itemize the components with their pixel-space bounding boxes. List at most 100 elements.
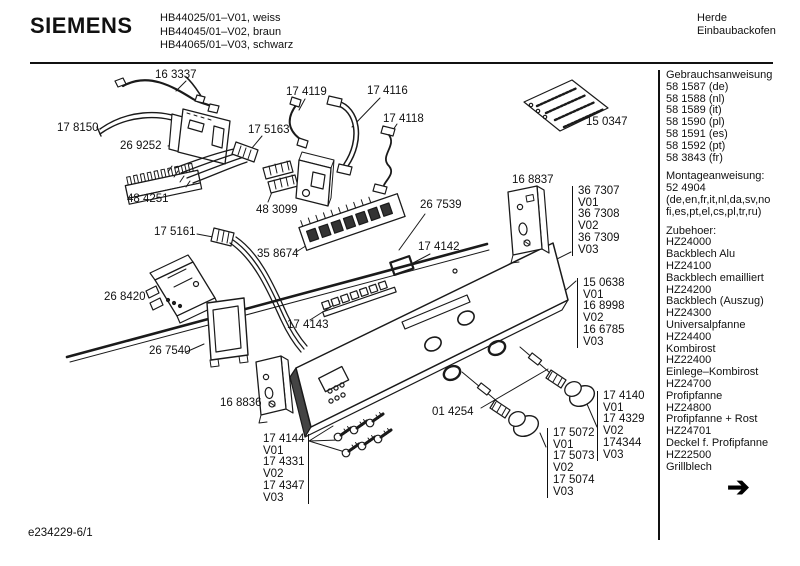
stack-line: 17 4329: [603, 413, 645, 426]
stack-line: 17 4140: [603, 390, 645, 402]
part-label-358674: 35 8674: [257, 248, 299, 260]
stack-line: V01: [553, 438, 574, 451]
model-line: HB44045/01–V02, braun: [160, 25, 282, 38]
knob-rings: [442, 339, 507, 382]
accessory-name: Profipfanne + Rost: [666, 413, 758, 426]
product-type: Einbaubackofen: [697, 25, 776, 37]
pcb-269252: [168, 108, 231, 165]
model-line: HB44065/01–V03, schwarz: [160, 39, 294, 51]
part-label-014254: 01 4254: [432, 406, 474, 418]
part-label-174118: 17 4118: [383, 113, 424, 125]
accessory-name: Backblech emailliert: [666, 271, 764, 284]
stack-line: 17 5073: [553, 450, 595, 463]
variant-stack-150638: 15 0638 V01 16 8998 V02 16 6785 V03: [577, 277, 625, 349]
stack-line: 17 4144: [263, 433, 305, 445]
usage-title: Gebrauchsanweisung: [666, 69, 773, 81]
stack-line: 36 7309: [578, 231, 620, 244]
cable-174118: [372, 125, 396, 195]
screws-174144: [333, 412, 393, 458]
header-divider: [30, 62, 773, 64]
stack-line: 17 5074: [553, 473, 595, 486]
part-label-267539: 26 7539: [420, 199, 462, 211]
cable-163337: [114, 76, 220, 114]
stack-line: V03: [603, 448, 624, 461]
stack-line: V03: [583, 335, 604, 348]
accessory-code: HZ24300: [666, 307, 712, 320]
part-label-168836: 16 8836: [220, 397, 262, 409]
wire-fan-175163: [167, 141, 259, 188]
product-line: Herde: [697, 12, 727, 24]
accessories-title: Zubehoer:: [666, 224, 717, 237]
stack-line: 36 7307: [578, 185, 620, 197]
sidebar-divider: [658, 70, 660, 540]
stack-line: 174344: [603, 436, 642, 449]
variant-stack-175072: 17 5072 V01 17 5073 V02 17 5074 V03: [547, 427, 595, 499]
mounting-bracket-168837: [507, 185, 550, 264]
part-label-150347: 15 0347: [586, 116, 628, 128]
montage-langs: fi,es,pt,el,cs,pl,tr,ru): [666, 205, 762, 218]
model-line: HB44025/01–V01, weiss: [160, 12, 281, 24]
stack-line: V01: [583, 288, 604, 301]
stack-line: V02: [578, 220, 599, 233]
usage-item: 58 1588 (nl): [666, 92, 725, 105]
bezel-frame-267540: [206, 297, 249, 368]
stack-line: V02: [263, 468, 284, 481]
part-label-174119: 17 4119: [286, 86, 327, 98]
stack-line: 36 7308: [578, 208, 620, 221]
usage-item: 58 3843 (fr): [666, 151, 723, 164]
stack-line: 17 4347: [263, 479, 305, 492]
stack-line: V02: [553, 462, 574, 475]
document-number: e234229-6/1: [28, 527, 93, 539]
montage-langs: (de,en,fr,it,nl,da,sv,no: [666, 193, 771, 206]
accessory-code: HZ24200: [666, 283, 712, 296]
accessory-code: HZ24100: [666, 259, 712, 272]
stack-line: 17 5072: [553, 427, 595, 439]
accessory-name: Kombirost: [666, 342, 716, 355]
accessory-code: HZ24701: [666, 425, 712, 438]
brand-logo: SIEMENS: [30, 13, 133, 38]
power-module: [295, 151, 335, 207]
part-label-175161: 17 5161: [154, 226, 196, 238]
stack-line: V01: [263, 444, 284, 457]
key-strip-174143: [321, 280, 397, 318]
accessory-name: Grillblech: [666, 460, 712, 473]
montage-title: Montageanweisung:: [666, 170, 765, 183]
variant-stack-174140: 17 4140 V01 17 4329 V02 174344 V03: [597, 390, 645, 462]
accessory-name: Einlege–Kombirost: [666, 366, 759, 379]
ribbon-cable-174116: [326, 95, 360, 176]
stack-line: 15 0638: [583, 277, 625, 289]
cable-174119: [288, 96, 309, 149]
usage-item: 58 1589 (it): [666, 104, 722, 117]
stack-line: V02: [603, 425, 624, 438]
control-knob-1: [545, 369, 596, 408]
documentation-sidebar: Gebrauchsanweisung 58 1587 (de) 58 1588 …: [666, 69, 798, 473]
part-label-174116: 17 4116: [367, 85, 408, 97]
part-label-267540: 26 7540: [149, 345, 191, 357]
harness-175161: [210, 227, 308, 353]
accessory-name: Profipfanne: [666, 389, 723, 402]
control-knob-2: [489, 399, 540, 438]
variant-stack-367307: 36 7307 V01 36 7308 V02 36 7309 V03: [572, 185, 620, 257]
montage-number: 52 4904: [666, 182, 706, 195]
accessory-code: HZ22500: [666, 448, 712, 461]
trim-strip: [65, 242, 490, 363]
part-label-483099: 48 3099: [256, 204, 298, 216]
part-label-174142: 17 4142: [418, 241, 460, 253]
next-page-arrow-icon: ➔: [727, 472, 750, 502]
part-label-174143: 17 4143: [287, 319, 329, 331]
accessory-code: HZ24800: [666, 401, 712, 414]
part-label-269252: 26 9252: [120, 140, 162, 152]
model-list: HB44025/01–V01, weiss HB44045/01–V02, br…: [160, 12, 293, 53]
part-label-484251: 48 4251: [127, 193, 169, 205]
variant-stack-174144: 17 4144 V01 17 4331 V02 17 4347 V03: [263, 433, 309, 505]
accessory-code: HZ24700: [666, 377, 712, 390]
display-board-267539: [298, 193, 406, 251]
accessory-name: Universalpfanne: [666, 318, 746, 331]
connector-483099: [262, 160, 299, 194]
stack-line: V01: [578, 196, 599, 209]
accessory-name: Deckel f. Profipfanne: [666, 436, 769, 449]
accessory-code: HZ24000: [666, 236, 712, 249]
control-panel-fascia: [289, 242, 569, 438]
